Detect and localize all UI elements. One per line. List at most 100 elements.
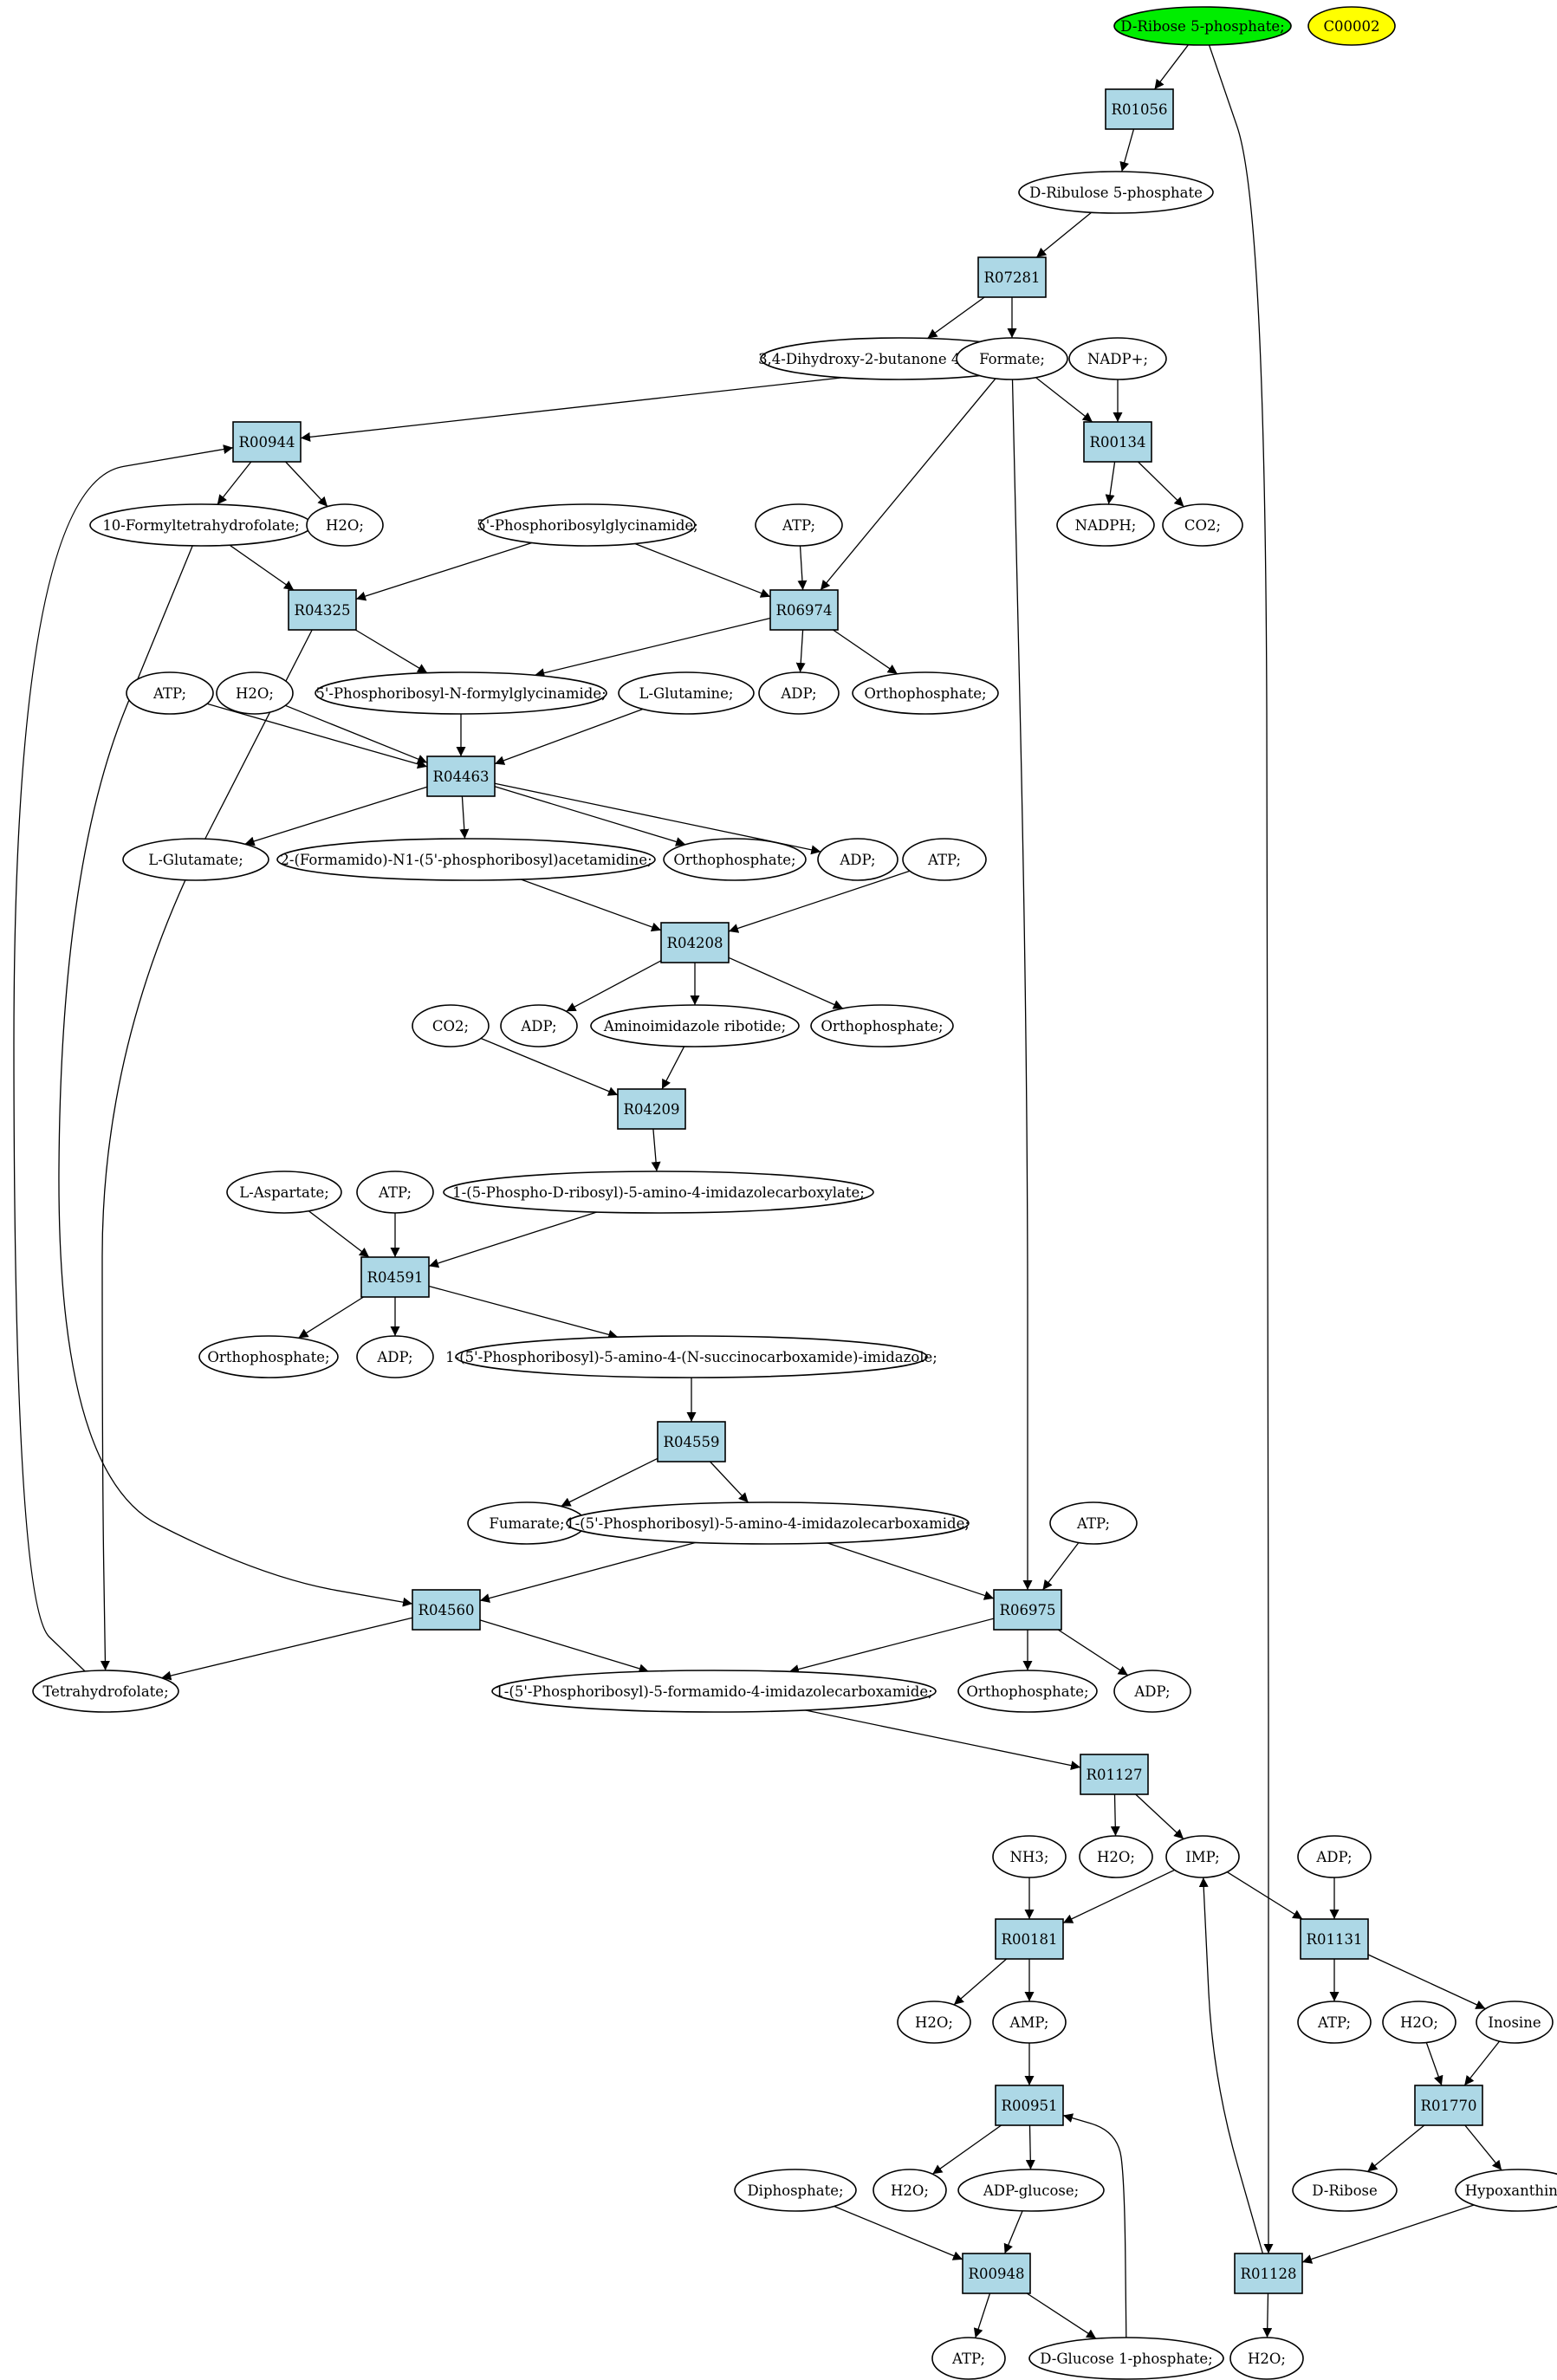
- compound-node-atp_e[interactable]: ATP;: [1049, 1501, 1138, 1545]
- reaction-node-r04559[interactable]: R04559: [657, 1421, 726, 1462]
- edge-atp_a-to-r06974: [797, 545, 808, 591]
- node-label: CO2;: [1184, 517, 1221, 534]
- compound-node-atp_d[interactable]: ATP;: [356, 1171, 434, 1214]
- compound-node-aicar[interactable]: 1-(5'-Phosphoribosyl)-5-amino-4-imidazol…: [566, 1501, 970, 1545]
- compound-node-h2o_a[interactable]: H2O;: [306, 503, 384, 547]
- compound-node-fgar[interactable]: 5'-Phosphoribosyl-N-formylglycinamide;: [315, 671, 607, 715]
- compound-node-adp_e[interactable]: ADP;: [1113, 1670, 1191, 1713]
- reaction-node-r06974[interactable]: R06974: [769, 589, 839, 631]
- compound-node-atp_f[interactable]: ATP;: [1297, 2001, 1372, 2044]
- reaction-node-r07281[interactable]: R07281: [977, 256, 1047, 298]
- edge-hypoxanthine-to-r01128: [1301, 2204, 1475, 2264]
- reaction-node-r00951[interactable]: R00951: [995, 2085, 1064, 2126]
- edge-faicar-to-r01127: [805, 1709, 1081, 1771]
- compound-node-h2o_b[interactable]: H2O;: [216, 671, 294, 715]
- node-label: ATP;: [782, 517, 815, 534]
- reaction-node-r00944[interactable]: R00944: [232, 421, 302, 463]
- compound-node-h2o_g[interactable]: H2O;: [1229, 2337, 1304, 2380]
- compound-node-h2o_c[interactable]: H2O;: [1079, 1835, 1153, 1878]
- edge-co2_b-to-r04209: [480, 1037, 619, 1096]
- compound-node-gar[interactable]: 5'-Phosphoribosylglycinamide;: [477, 503, 698, 547]
- node-label: ADP-glucose;: [983, 2182, 1079, 2199]
- compound-node-atp_c[interactable]: ATP;: [902, 838, 987, 881]
- compound-node-pi_b[interactable]: Orthophosphate;: [663, 838, 807, 881]
- edge-r01056-to-ribulose5p: [1119, 128, 1135, 172]
- edge-r01770-to-dribose: [1366, 2124, 1425, 2172]
- compound-node-atp_b[interactable]: ATP;: [126, 671, 214, 715]
- edge-r04591-to-pi_d: [298, 1296, 364, 1339]
- node-label: D-Ribose 5-phosphate;: [1120, 18, 1284, 35]
- compound-node-fthf[interactable]: 10-Formyltetrahydrofolate;: [89, 503, 313, 547]
- compound-node-co2_b[interactable]: CO2;: [412, 1004, 490, 1047]
- compound-node-fgam[interactable]: 2-(Formamido)-N1-(5'-phosphoribosyl)acet…: [276, 838, 656, 881]
- edge-r06974-to-adp_a: [795, 629, 806, 673]
- compound-node-adp_b[interactable]: ADP;: [817, 838, 899, 881]
- reaction-node-r00948[interactable]: R00948: [962, 2253, 1031, 2294]
- compound-node-pi_d[interactable]: Orthophosphate;: [198, 1335, 339, 1378]
- reaction-node-r00181[interactable]: R00181: [995, 1918, 1064, 1960]
- compound-node-pi_e[interactable]: Orthophosphate;: [957, 1670, 1098, 1713]
- compound-node-nadp[interactable]: NADP+;: [1068, 337, 1167, 380]
- compound-node-atp_a[interactable]: ATP;: [755, 503, 843, 547]
- reaction-node-r01128[interactable]: R01128: [1234, 2253, 1303, 2294]
- compound-node-imp[interactable]: IMP;: [1165, 1835, 1240, 1878]
- node-label: R04209: [624, 1101, 680, 1118]
- compound-node-cair[interactable]: 1-(5-Phospho-D-ribosyl)-5-amino-4-imidaz…: [443, 1171, 874, 1214]
- compound-node-adp_d[interactable]: ADP;: [356, 1335, 434, 1378]
- node-label: R01131: [1307, 1931, 1363, 1948]
- reaction-node-r01770[interactable]: R01770: [1414, 2085, 1483, 2126]
- node-label: R00181: [1002, 1931, 1058, 1948]
- compound-node-formate[interactable]: Formate;: [956, 337, 1068, 380]
- compound-node-h2o_e[interactable]: H2O;: [1382, 2001, 1456, 2044]
- compound-node-ribulose5p[interactable]: D-Ribulose 5-phosphate: [1018, 171, 1214, 214]
- reaction-node-r04560[interactable]: R04560: [412, 1589, 481, 1631]
- node-label: D-Ribulose 5-phosphate: [1029, 185, 1203, 201]
- reaction-node-r04591[interactable]: R04591: [360, 1256, 430, 1298]
- compound-node-air[interactable]: Aminoimidazole ribotide;: [590, 1004, 800, 1047]
- reaction-node-r04208[interactable]: R04208: [660, 922, 730, 963]
- compound-node-pi_a[interactable]: Orthophosphate;: [852, 671, 999, 715]
- compound-node-ribose5p[interactable]: D-Ribose 5-phosphate;: [1113, 6, 1292, 46]
- compound-node-h2o_d[interactable]: H2O;: [897, 2001, 971, 2044]
- compound-node-c00002[interactable]: C00002: [1307, 6, 1396, 46]
- compound-node-diphosphate[interactable]: Diphosphate;: [734, 2169, 857, 2212]
- compound-node-adp_c[interactable]: ADP;: [500, 1004, 578, 1047]
- node-label: Diphosphate;: [747, 2182, 843, 2199]
- reaction-node-r01127[interactable]: R01127: [1080, 1754, 1149, 1795]
- node-label: NADP+;: [1087, 351, 1148, 367]
- reaction-node-r06975[interactable]: R06975: [993, 1589, 1062, 1631]
- reaction-node-r00134[interactable]: R00134: [1083, 421, 1152, 463]
- compound-node-saicar[interactable]: 1-(5'-Phosphoribosyl)-5-amino-4-(N-succi…: [445, 1335, 937, 1378]
- compound-node-aspartate[interactable]: L-Aspartate;: [226, 1171, 342, 1214]
- compound-node-nh3[interactable]: NH3;: [992, 1835, 1067, 1878]
- compound-node-amp[interactable]: AMP;: [992, 2001, 1067, 2044]
- node-layer: D-Ribose 5-phosphate; C00002R01056D-Ribul…: [32, 6, 1557, 2380]
- edge-r01127-to-h2o_c: [1110, 1793, 1120, 1837]
- compound-node-h2o_f[interactable]: H2O;: [873, 2169, 947, 2212]
- compound-node-inosine[interactable]: Inosine: [1476, 2001, 1554, 2044]
- reaction-node-r04209[interactable]: R04209: [617, 1088, 686, 1130]
- compound-node-adpglucose[interactable]: ADP-glucose;: [957, 2169, 1105, 2212]
- edge-r00944-to-h2o_a: [285, 461, 328, 508]
- node-label: Orthophosphate;: [673, 852, 795, 868]
- compound-node-co2_a[interactable]: CO2;: [1162, 503, 1243, 547]
- compound-node-faicar[interactable]: 1-(5'-Phosphoribosyl)-5-formamido-4-imid…: [491, 1670, 937, 1713]
- compound-node-atp_g[interactable]: ATP;: [931, 2337, 1006, 2380]
- compound-node-glutamine[interactable]: L-Glutamine;: [618, 671, 755, 715]
- compound-node-glutamate[interactable]: L-Glutamate;: [122, 838, 269, 881]
- compound-node-g1p[interactable]: D-Glucose 1-phosphate;: [1028, 2337, 1224, 2380]
- node-label: ADP;: [376, 1349, 412, 1365]
- compound-node-fumarate[interactable]: Fumarate;: [467, 1501, 587, 1545]
- reaction-node-r04463[interactable]: R04463: [426, 756, 496, 797]
- reaction-node-r01056[interactable]: R01056: [1105, 88, 1174, 130]
- reaction-node-r04325[interactable]: R04325: [288, 589, 357, 631]
- compound-node-adp_a[interactable]: ADP;: [758, 671, 840, 715]
- reaction-node-r01131[interactable]: R01131: [1300, 1918, 1369, 1960]
- compound-node-nadph[interactable]: NADPH;: [1056, 503, 1155, 547]
- compound-node-dribose[interactable]: D-Ribose: [1292, 2169, 1398, 2212]
- compound-node-thf[interactable]: Tetrahydrofolate;: [32, 1670, 179, 1713]
- compound-node-pi_c[interactable]: Orthophosphate;: [810, 1004, 954, 1047]
- compound-node-hypoxanthine[interactable]: Hypoxanthine;: [1455, 2169, 1557, 2212]
- edge-fthf-to-r04560: [58, 545, 413, 1607]
- compound-node-adp_f[interactable]: ADP;: [1297, 1835, 1372, 1878]
